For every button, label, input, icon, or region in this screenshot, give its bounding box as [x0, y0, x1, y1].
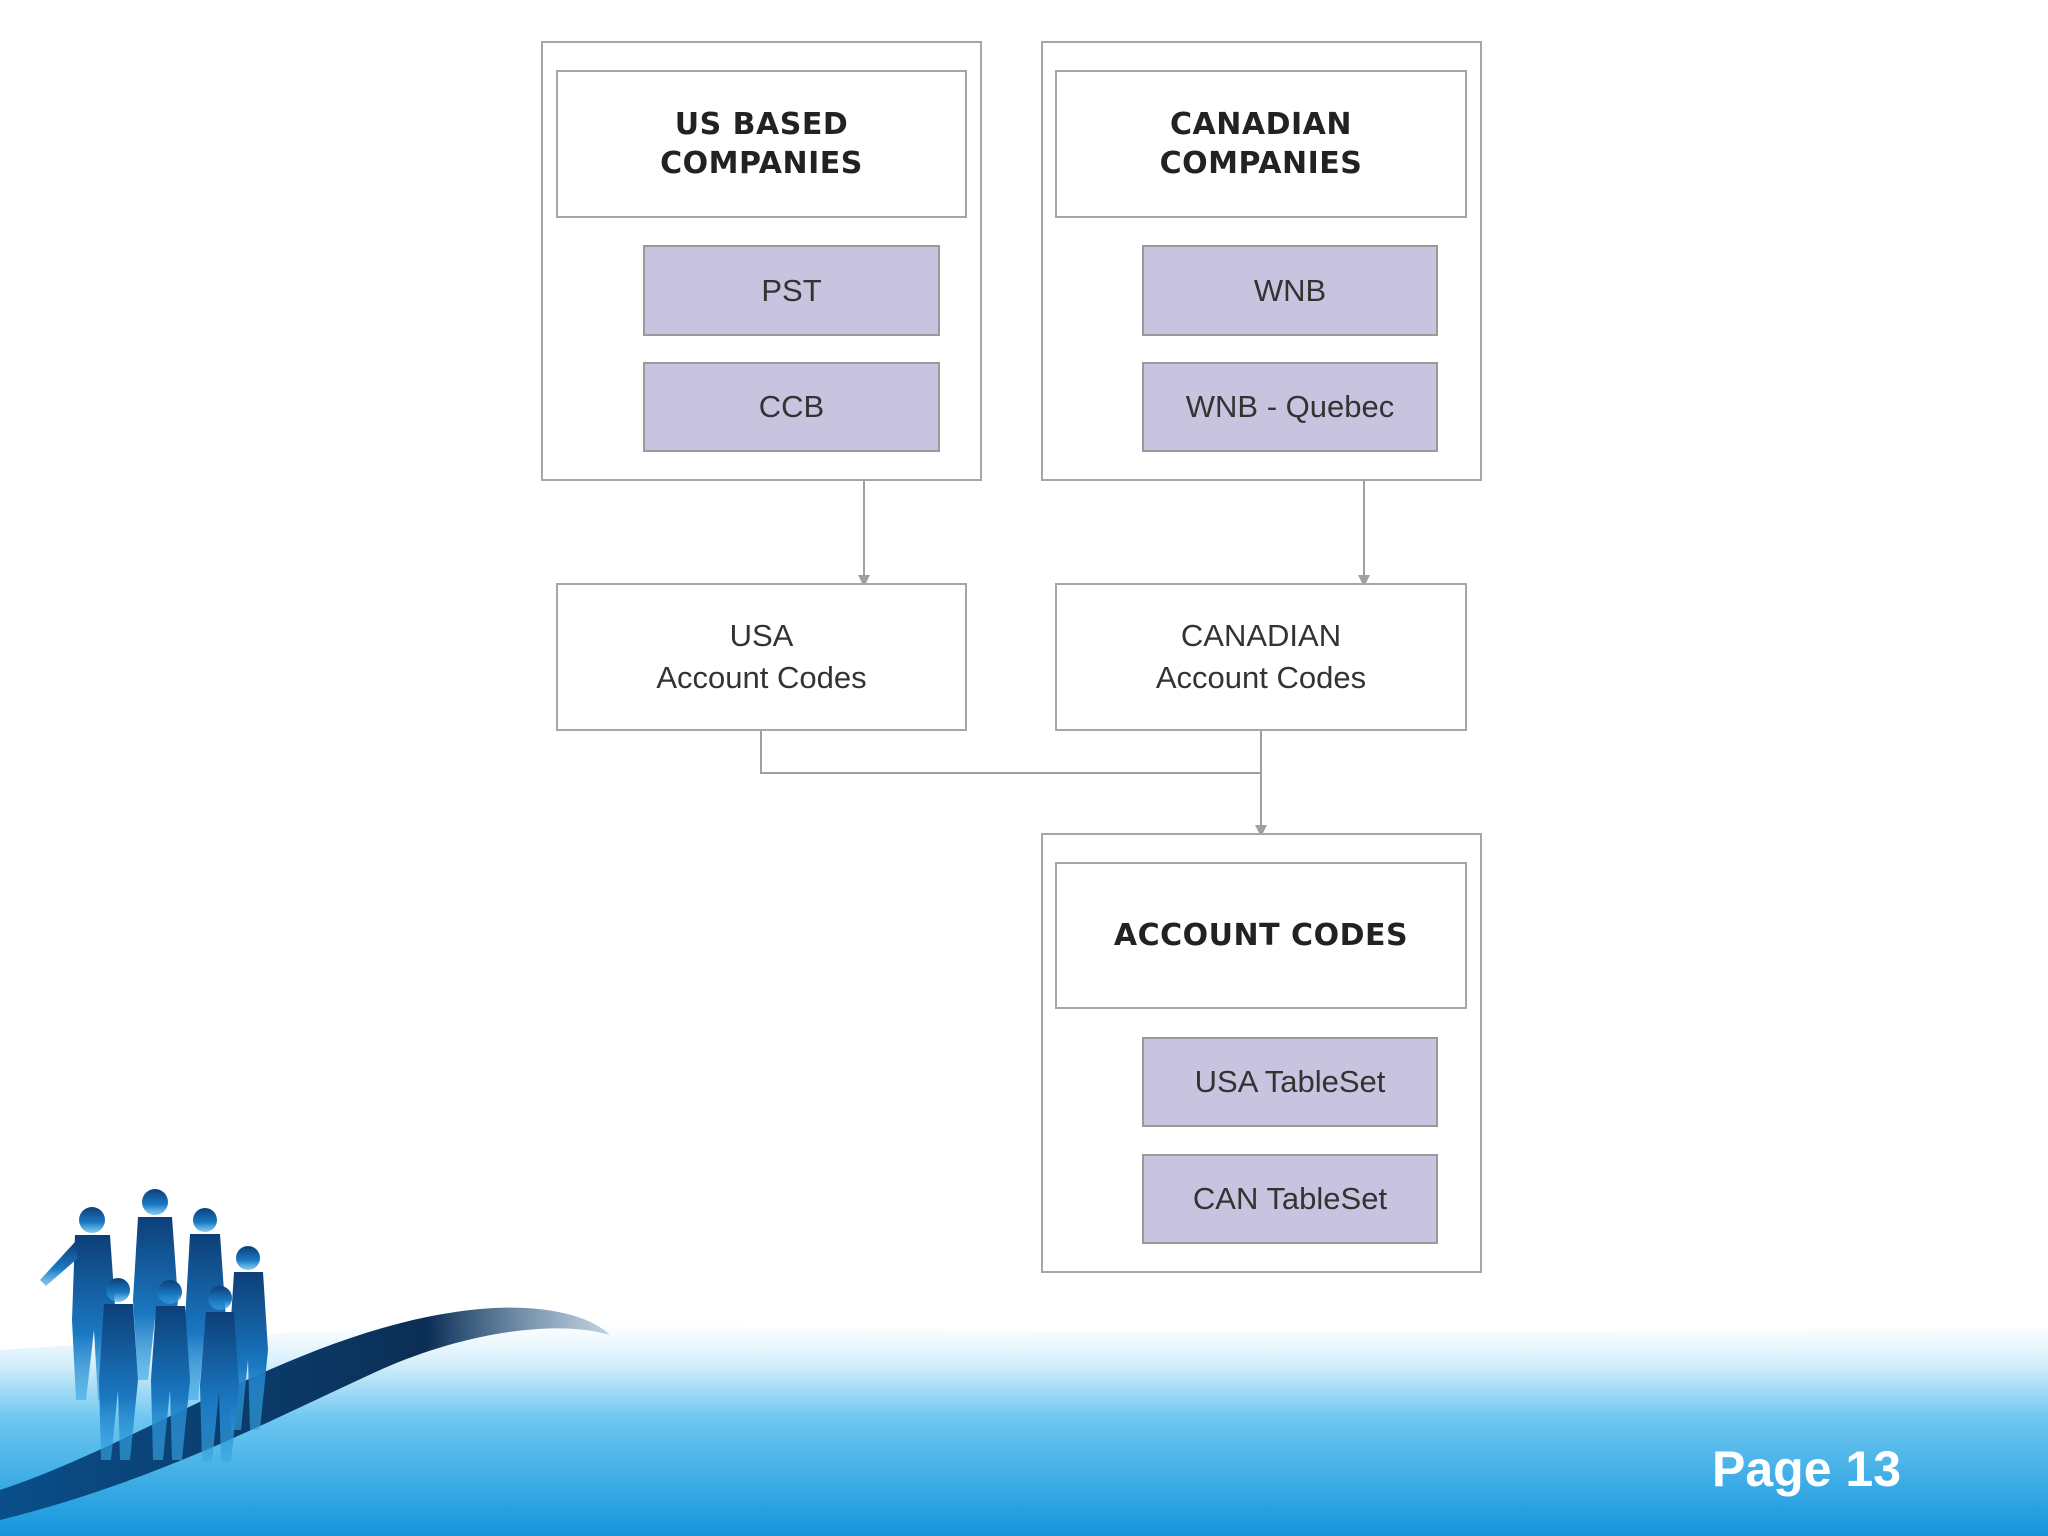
company-item-wnb[interactable]: WNB	[1142, 245, 1438, 336]
connector-usa-codes-to-account	[760, 731, 1261, 774]
company-item-pst[interactable]: PST	[643, 245, 940, 336]
canadian-companies-title: CANADIAN COMPANIES	[1055, 70, 1467, 218]
business-people-silhouette	[40, 1189, 268, 1462]
us-companies-title: US BASED COMPANIES	[556, 70, 967, 218]
page-number: Page 13	[1712, 1441, 1902, 1497]
company-item-wnb-quebec[interactable]: WNB - Quebec	[1142, 362, 1438, 452]
account-codes-title: ACCOUNT CODES	[1055, 862, 1467, 1009]
usa-account-codes-node[interactable]: USA Account Codes	[556, 583, 967, 731]
tableset-item-usa[interactable]: USA TableSet	[1142, 1037, 1438, 1127]
company-item-ccb[interactable]: CCB	[643, 362, 940, 452]
canadian-account-codes-node[interactable]: CANADIAN Account Codes	[1055, 583, 1467, 731]
tableset-item-can[interactable]: CAN TableSet	[1142, 1154, 1438, 1244]
footer-wave-banner	[0, 1307, 2048, 1536]
